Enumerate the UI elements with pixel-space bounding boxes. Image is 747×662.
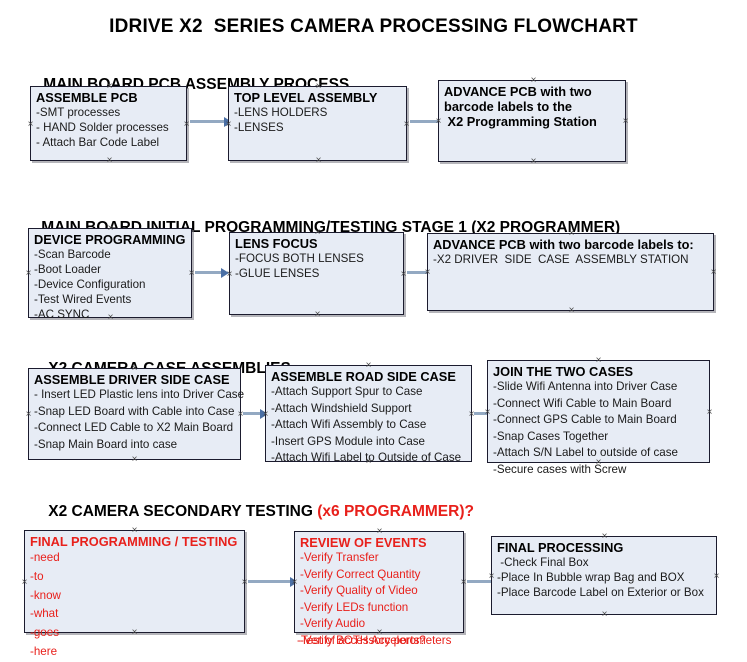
flow-box-title: ASSEMBLE ROAD SIDE CASE (271, 369, 456, 384)
flow-box-title: LENS FOCUS (235, 236, 318, 251)
flow-box-line: -what (30, 607, 59, 621)
flow-box-line: -Attach Windshield Support (271, 401, 412, 415)
flow-box-line: -Boot Loader (34, 263, 102, 277)
connection-handle-right[interactable] (705, 408, 714, 417)
flow-box-line: -X2 DRIVER SIDE CASE ASSEMBLY STATION (433, 253, 689, 267)
flow-box-line: -to (30, 569, 44, 583)
flow-box-line: -Verify Correct Quantity (300, 567, 421, 581)
flow-box-line: -GLUE LENSES (235, 267, 320, 281)
connection-handle-bottom[interactable] (567, 306, 576, 315)
flow-box-title: ADVANCE PCB with two barcode labels to: (433, 237, 694, 252)
connector-device-programming-to-lens-focus (195, 267, 229, 278)
flow-box-line: -Attach Support Spur to Case (271, 385, 423, 399)
flow-box-line: -Attach Wifi Assembly to Case (271, 418, 427, 432)
flow-box-assemble-driver-side-case[interactable]: ASSEMBLE DRIVER SIDE CASE - Insert LED P… (28, 368, 245, 460)
flow-box-line: -Test Wired Events (34, 293, 132, 307)
flow-box-line: -Verify BOTH Accelerometers (300, 633, 452, 647)
section-heading-accent: (x6 PROGRAMMER)? (317, 503, 474, 520)
connector-assemble-pcb-to-top-level-assembly (190, 116, 232, 127)
connection-handle-left[interactable] (20, 578, 29, 587)
flow-box-review-of-events[interactable]: REVIEW OF EVENTS -Verify Transfer -Verif… (294, 531, 464, 647)
flow-box-line: - HAND Solder processes (36, 121, 169, 135)
connection-handle-left[interactable] (26, 120, 35, 129)
flow-box-title: ASSEMBLE PCB (36, 90, 138, 105)
connection-handle-bottom[interactable] (313, 310, 322, 319)
flow-box-line: -need (30, 551, 60, 565)
flow-box-final-processing[interactable]: FINAL PROCESSING -Check Final Box -Place… (491, 536, 717, 615)
flow-box-line: -FOCUS BOTH LENSES (235, 252, 364, 266)
connection-handle-right[interactable] (621, 117, 630, 126)
flow-box-line: -Place In Bubble wrap Bag and BOX (497, 571, 685, 585)
flow-box-title: FINAL PROCESSING (497, 540, 624, 555)
flow-box-title: DEVICE PROGRAMMING (34, 232, 186, 247)
flow-box-line: -Device Configuration (34, 278, 146, 292)
flow-box-line: - Attach Bar Code Label (36, 136, 160, 150)
flow-box-title: REVIEW OF EVENTS (300, 535, 427, 550)
flow-box-join-the-two-cases[interactable]: JOIN THE TWO CASES -Slide Wifi Antenna i… (487, 360, 710, 476)
flow-box-line: -Connect LED Cable to X2 Main Board (34, 421, 234, 435)
flow-box-line: -Verify Quality of Video (300, 584, 418, 598)
flow-box-advance-pcb-to-driver-side-case-assembly[interactable]: ADVANCE PCB with two barcode labels to: … (427, 233, 714, 311)
flow-box-line: -Slide Wifi Antenna into Driver Case (493, 380, 678, 394)
flow-box-line: -Verify Transfer (300, 551, 379, 565)
flow-box-line: -know (30, 588, 61, 602)
connection-handle-left[interactable] (24, 410, 33, 419)
flow-box-line: -goes (30, 626, 60, 640)
flow-box-advance-pcb-to-x2-programming-station[interactable]: ADVANCE PCB with two barcode labels to t… (438, 80, 626, 162)
flow-box-line: -Check Final Box (497, 556, 589, 570)
connection-handle-right[interactable] (709, 268, 718, 277)
flow-box-line: X2 Programming Station (444, 114, 597, 130)
section-heading-x2-camera-secondary-testing: X2 CAMERA SECONDARY TESTING (x6 PROGRAMM… (31, 485, 474, 539)
connection-handle-bottom[interactable] (130, 455, 139, 464)
connection-handle-bottom[interactable] (105, 156, 114, 165)
flow-box-line: -Attach S/N Label to outside of case (493, 446, 678, 460)
flow-box-title: JOIN THE TWO CASES (493, 364, 634, 379)
flow-box-line: -Secure cases with Screw (493, 462, 627, 476)
flow-box-title: FINAL PROGRAMMING / TESTING (30, 534, 238, 549)
flow-box-line: -Snap Cases Together (493, 429, 609, 443)
connector-top-level-assembly-to-advance-pcb (410, 116, 447, 127)
flow-box-lens-focus[interactable]: LENS FOCUS -FOCUS BOTH LENSES -GLUE LENS… (229, 232, 404, 315)
flow-box-title: ADVANCE PCB with two (444, 84, 592, 99)
flow-box-line: -Snap Main Board into case (34, 437, 178, 451)
connector-driver-side-to-road-side (243, 408, 268, 419)
flow-box-line: -here (30, 645, 58, 658)
flow-box-line: - Insert LED Plastic lens into Driver Ca… (34, 388, 245, 402)
flow-box-title: ASSEMBLE DRIVER SIDE CASE (34, 372, 230, 387)
flow-box-line: -Attach Wifi Label to Outside of Case (271, 451, 462, 465)
arrowhead-icon (260, 408, 268, 419)
flow-box-line: -Verify LEDs function (300, 600, 409, 614)
connection-handle-right[interactable] (712, 572, 721, 581)
flow-box-line: -SMT processes (36, 106, 121, 120)
flow-box-line: -Insert GPS Module into Case (271, 434, 426, 448)
flow-box-line: -Snap LED Board with Cable into Case (34, 404, 235, 418)
arrowhead-icon (221, 267, 229, 278)
connector-final-programming-to-review-of-events (248, 576, 298, 587)
flow-box-line: -Connect GPS Cable to Main Board (493, 413, 677, 427)
flow-box-device-programming[interactable]: DEVICE PROGRAMMING -Scan Barcode -Boot L… (28, 228, 192, 321)
connection-handle-bottom[interactable] (529, 157, 538, 166)
flow-box-final-programming-testing[interactable]: FINAL PROGRAMMING / TESTING -need -to -k… (24, 530, 245, 658)
connector-review-of-events-to-final-processing (467, 576, 499, 587)
connection-handle-bottom[interactable] (600, 610, 609, 619)
connection-handle-left[interactable] (24, 269, 33, 278)
flow-box-line: barcode labels to the (444, 99, 573, 115)
page-title: IDRIVE X2 SERIES CAMERA PROCESSING FLOWC… (109, 16, 638, 37)
flow-box-assemble-road-side-case[interactable]: ASSEMBLE ROAD SIDE CASE -Attach Support … (265, 365, 472, 464)
flow-box-line: -Verify Audio (300, 617, 366, 631)
flow-box-line: -Connect Wifi Cable to Main Board (493, 396, 672, 410)
flow-box-line: -LENS HOLDERS (234, 106, 328, 120)
flow-box-line: -Place Barcode Label on Exterior or Box (497, 586, 704, 600)
flow-box-title: TOP LEVEL ASSEMBLY (234, 90, 378, 105)
flow-box-line: -AC SYNC (34, 308, 90, 322)
flow-box-overflow-line-review-of-events: -Test of accessory ports? (297, 634, 426, 647)
section-heading-text: X2 CAMERA SECONDARY TESTING (48, 503, 318, 520)
flow-box-assemble-pcb[interactable]: ASSEMBLE PCB -SMT processes - HAND Solde… (30, 86, 187, 161)
connector-road-side-to-join-cases (474, 408, 495, 419)
flow-box-line: -Scan Barcode (34, 248, 111, 262)
connection-handle-bottom[interactable] (314, 156, 323, 165)
flow-box-top-level-assembly[interactable]: TOP LEVEL ASSEMBLY -LENS HOLDERS -LENSES (228, 86, 407, 161)
flow-box-line: -LENSES (234, 121, 284, 135)
